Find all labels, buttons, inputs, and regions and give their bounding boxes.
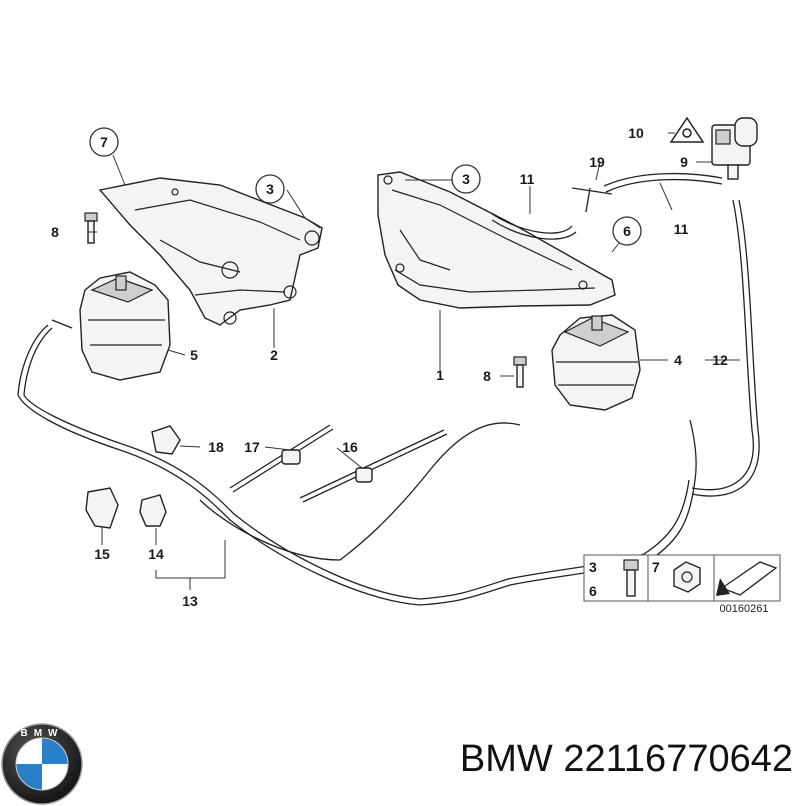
label-14: 14 [148, 546, 164, 562]
clip-15 [85, 487, 119, 529]
clip-16 [299, 429, 448, 503]
clip-18 [151, 425, 181, 455]
part-number-title: BMW 22116770642 [459, 738, 793, 780]
label-5: 5 [190, 347, 198, 363]
label-13: 13 [182, 593, 198, 609]
label-4: 4 [674, 352, 682, 368]
label-7: 7 [100, 134, 108, 150]
support-plate [377, 171, 616, 309]
vacuum-hoses [491, 172, 760, 497]
bolt-8-right [513, 356, 527, 388]
legend-label-7: 7 [652, 559, 660, 575]
label-8-left: 8 [51, 224, 59, 240]
engine-mount-left [79, 271, 171, 381]
bmw-logo: BMW [1, 723, 83, 805]
label-9: 9 [680, 154, 688, 170]
callout-circle-7 [89, 127, 119, 157]
callout-circle-6 [612, 216, 642, 246]
label-10: 10 [628, 125, 644, 141]
label-18: 18 [208, 439, 224, 455]
label-17: 17 [244, 439, 260, 455]
legend-label-3: 3 [589, 559, 597, 575]
label-11-left: 11 [520, 171, 535, 187]
legend-arrow-icon [716, 561, 778, 596]
clip-14 [139, 494, 167, 527]
solenoid-valve [711, 117, 758, 180]
label-2: 2 [270, 347, 278, 363]
legend-bolt-icon [623, 559, 639, 597]
engine-mount-right [551, 314, 641, 411]
label-16: 16 [342, 439, 358, 455]
label-19: 19 [589, 154, 605, 170]
label-1: 1 [436, 367, 444, 383]
label-15: 15 [94, 546, 110, 562]
clip-17 [229, 424, 334, 493]
bracket-left [98, 177, 323, 326]
legend-box: 3 6 7 00160261 [583, 554, 781, 615]
diagram-id: 00160261 [720, 603, 769, 615]
warning-label [669, 116, 705, 143]
label-12: 12 [712, 352, 728, 368]
label-3-left: 3 [266, 181, 274, 197]
label-11-right: 11 [674, 221, 689, 237]
bmw-logo-text: BMW [21, 728, 64, 739]
label-6: 6 [623, 223, 631, 239]
legend-nut-icon [673, 561, 701, 593]
callout-circle-3b [451, 164, 481, 194]
legend-label-6: 6 [589, 583, 597, 599]
label-8-right: 8 [483, 368, 491, 384]
label-3-right: 3 [462, 171, 470, 187]
callout-circle-3a [255, 174, 285, 204]
bolt-8-left [84, 212, 98, 244]
